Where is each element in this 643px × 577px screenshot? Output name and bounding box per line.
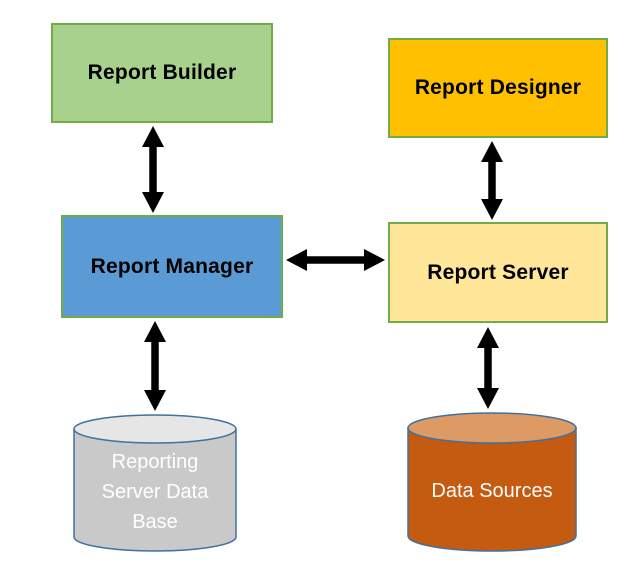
label-line: Reporting (111, 451, 199, 473)
arrow-designer-server (481, 141, 503, 220)
node-report-designer: Report Designer (388, 38, 608, 138)
node-report-builder: Report Builder (51, 23, 273, 123)
arrow-builder-manager (142, 126, 164, 213)
arrow-manager-server (286, 249, 385, 271)
node-data-sources: Data Sources (407, 412, 577, 552)
label-line: Server Data (101, 481, 209, 503)
node-label-report-server: Report Server (427, 260, 569, 284)
node-report-manager: Report Manager (61, 215, 283, 318)
node-label-report-designer: Report Designer (414, 76, 582, 99)
node-label-report-builder: Report Builder (87, 61, 237, 84)
node-label-report-manager: Report Manager (90, 254, 254, 278)
label-line: Base (132, 511, 178, 533)
arrow-server-datasources (477, 327, 499, 409)
node-label-reporting-server-database: Reporting Server Data Base (73, 414, 237, 552)
database-cylinder-icon (407, 412, 577, 552)
node-reporting-server-database: Reporting Server Data Base (73, 414, 237, 552)
node-report-server: Report Server (388, 222, 608, 323)
database-cylinder-icon (73, 414, 237, 552)
arrow-manager-database (144, 321, 166, 411)
node-label-data-sources: Data Sources (407, 412, 577, 552)
label-line: Data Sources (431, 480, 553, 502)
